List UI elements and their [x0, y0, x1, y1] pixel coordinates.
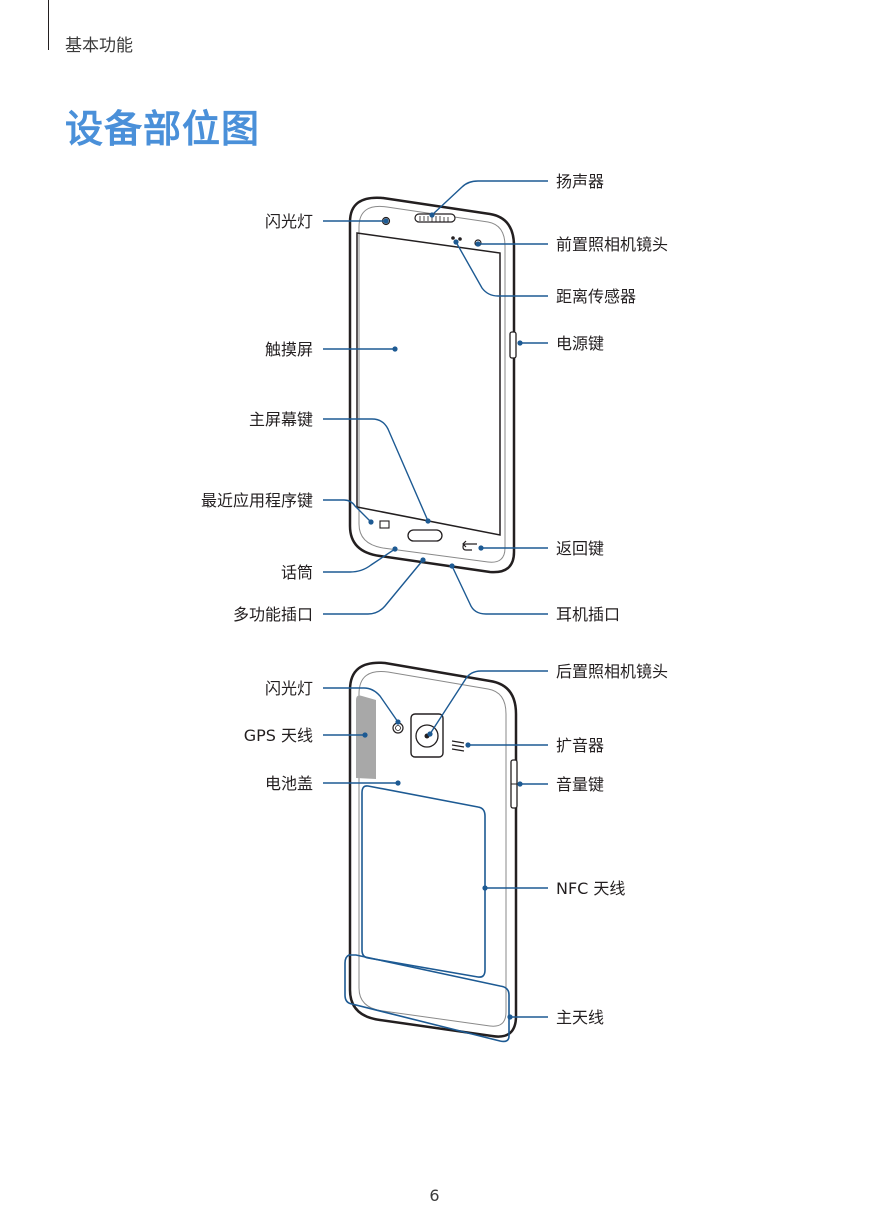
front-leader-lines	[323, 180, 548, 615]
header-rule	[48, 0, 49, 50]
label-rear-flash: 闪光灯	[265, 679, 313, 698]
power-key-shape	[509, 331, 517, 359]
touchscreen-panel	[356, 232, 501, 536]
speaker-grille	[414, 213, 456, 223]
label-gps-antenna: GPS 天线	[244, 726, 313, 745]
label-touchscreen: 触摸屏	[265, 340, 313, 359]
label-home-key: 主屏幕键	[249, 410, 313, 429]
label-loudspeaker: 扩音器	[556, 736, 604, 755]
proximity-sensor-shape	[451, 236, 455, 240]
label-front-camera: 前置照相机镜头	[556, 235, 668, 254]
page-title: 设备部位图	[65, 107, 261, 151]
label-power-key: 电源键	[556, 334, 604, 353]
label-earphone-jack: 耳机插口	[556, 605, 620, 624]
label-microphone: 话筒	[281, 563, 313, 582]
label-rear-camera: 后置照相机镜头	[556, 662, 668, 681]
back-key-shape	[462, 540, 477, 551]
recent-apps-key-shape	[379, 520, 390, 529]
nfc-antenna-area	[361, 785, 486, 978]
section-label: 基本功能	[65, 36, 133, 56]
label-recent-apps-key: 最近应用程序键	[201, 491, 313, 510]
label-battery-cover: 电池盖	[265, 774, 313, 793]
back-leader-lines	[323, 670, 548, 1020]
phone-back-illustration	[344, 661, 518, 1043]
page-number: 6	[429, 1186, 440, 1205]
label-back-key: 返回键	[556, 539, 604, 558]
label-multipurpose-jack: 多功能插口	[233, 605, 313, 624]
loudspeaker-grille	[451, 740, 465, 752]
phone-front-illustration	[348, 196, 517, 574]
label-main-antenna: 主天线	[556, 1008, 604, 1027]
main-antenna-area	[344, 954, 510, 1043]
label-proximity-sensor: 距离传感器	[556, 287, 636, 306]
label-nfc-antenna: NFC 天线	[556, 879, 625, 898]
label-volume-key: 音量键	[556, 775, 604, 794]
home-key-shape	[407, 529, 443, 542]
label-speaker: 扬声器	[556, 172, 604, 191]
label-front-flash: 闪光灯	[265, 212, 313, 231]
